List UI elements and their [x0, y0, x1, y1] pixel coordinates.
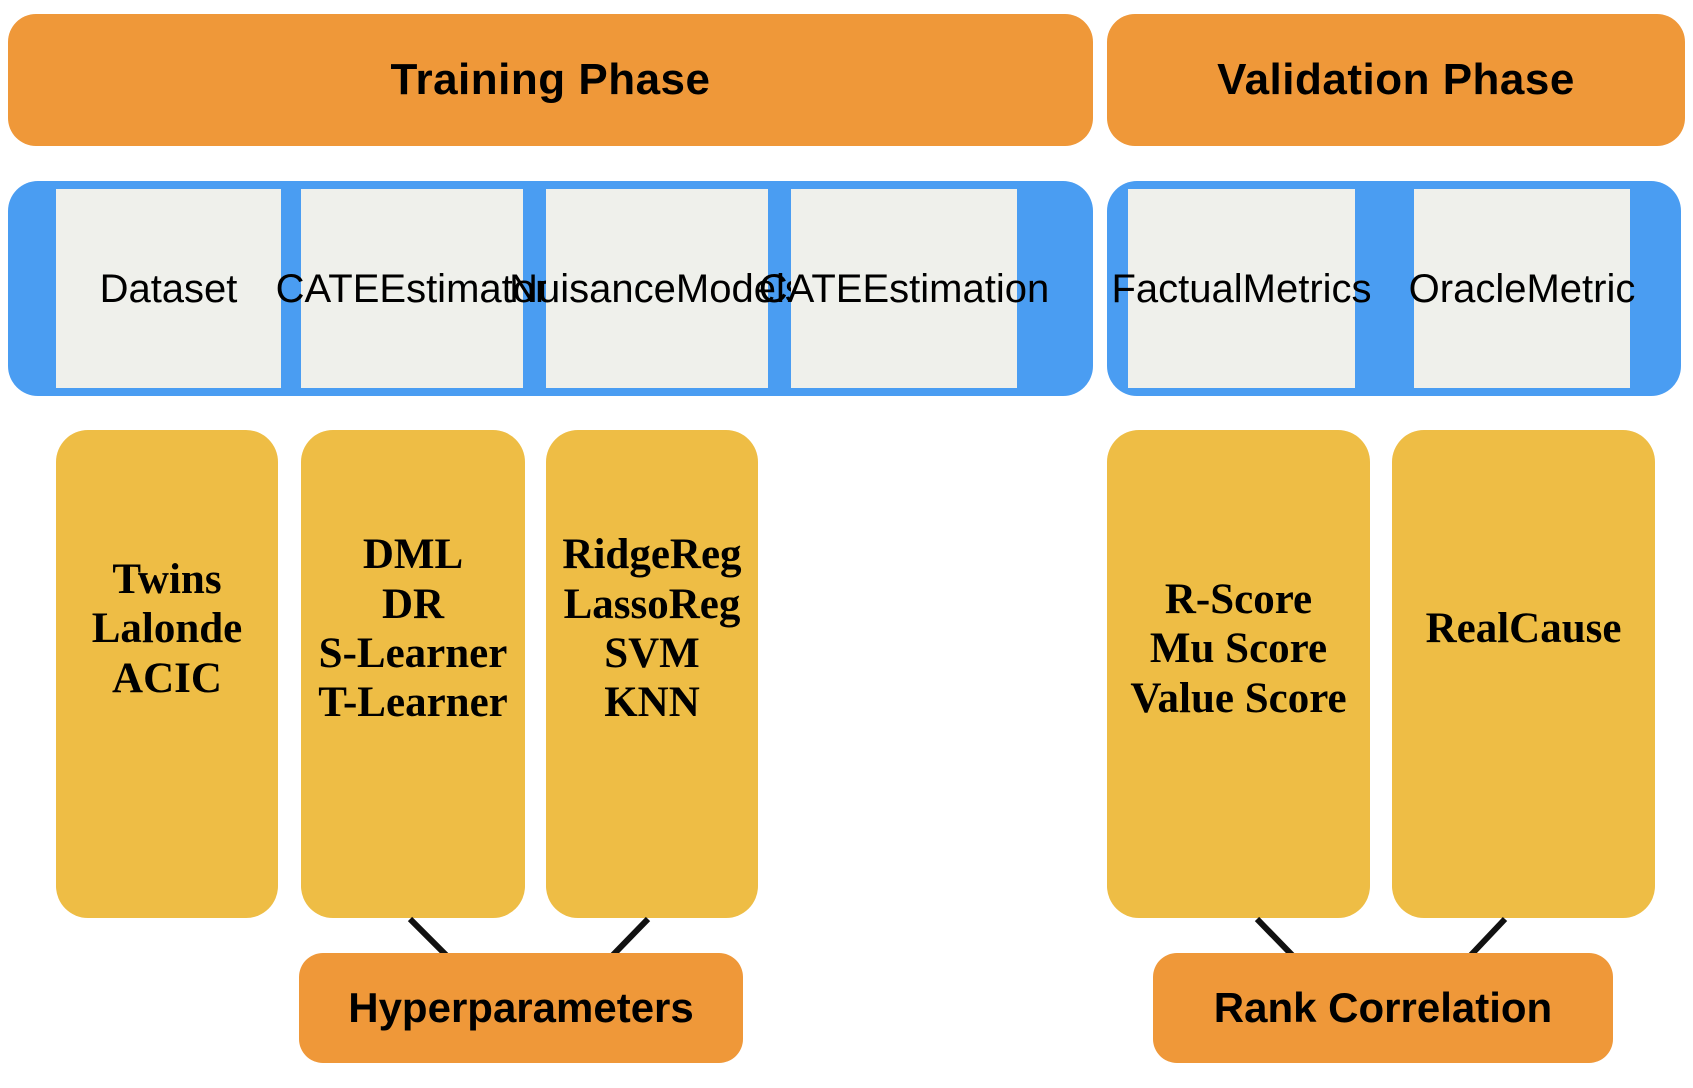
- pipeline-step-dataset: Dataset: [56, 189, 281, 388]
- oracle-metric-box: RealCause: [1392, 430, 1655, 918]
- rank-correlation-box: Rank Correlation: [1153, 953, 1613, 1063]
- connector-line-factual-rankcorrelation: [1254, 916, 1296, 959]
- oracle-metric-list: RealCause: [1425, 605, 1622, 653]
- connector-line-oracle-rankcorrelation: [1467, 916, 1508, 959]
- connector-line-estimators-hyperparameters: [407, 916, 450, 959]
- validation-phase-header: Validation Phase: [1107, 14, 1685, 146]
- training-phase-header: Training Phase: [8, 14, 1093, 146]
- connector-line-nuisance-hyperparameters: [609, 916, 651, 959]
- hyperparameters-box: Hyperparameters: [299, 953, 743, 1063]
